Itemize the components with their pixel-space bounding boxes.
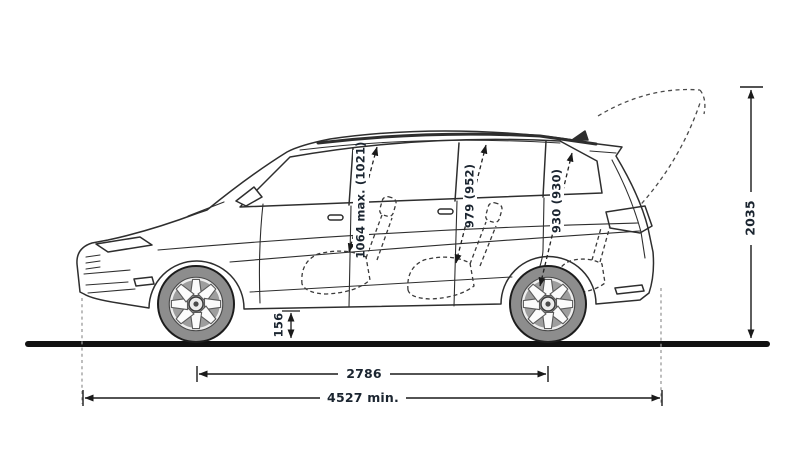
- label-mask: [463, 166, 477, 226]
- rear-reflector: [614, 284, 645, 295]
- rear-door-handle: [437, 208, 454, 215]
- front-wheel: [158, 266, 234, 342]
- dimension-length: 4527 min.: [82, 390, 663, 406]
- belt-crease: [229, 230, 641, 263]
- front-door-edge: [258, 203, 264, 304]
- seat-row2: [407, 256, 475, 300]
- wiper: [187, 201, 225, 217]
- antenna-icon: [571, 130, 589, 141]
- roof-rail: [316, 132, 598, 146]
- dimension-height: 2035: [740, 86, 763, 339]
- headlight: [95, 236, 153, 253]
- front-door-handle: [327, 214, 344, 221]
- headroom-row2-label: 979 (952): [463, 164, 477, 228]
- grille-slats: [85, 254, 101, 270]
- headroom-leaders: [347, 144, 574, 287]
- side-mirror: [235, 186, 263, 207]
- label-mask: [353, 150, 369, 250]
- bumper-lines: [83, 269, 136, 294]
- extension-lines: [81, 288, 662, 404]
- dimension-ground-clearance: 156: [272, 310, 300, 339]
- rear-wheel: [510, 266, 586, 342]
- tailgate-open-outline: [597, 88, 706, 241]
- sill-crease: [249, 276, 513, 293]
- side-windows: [239, 138, 603, 208]
- wheelbase-label: 2786: [346, 366, 382, 381]
- ground-line: [25, 341, 770, 347]
- hatch-seam: [611, 159, 646, 259]
- dimension-wheelbase: 2786: [196, 366, 549, 382]
- headroom-row3-label: 930 (930): [550, 169, 564, 233]
- spoiler-underline: [589, 150, 617, 154]
- height-label: 2035: [743, 200, 758, 236]
- fog-lamp: [133, 276, 155, 287]
- headroom-row1-label: 1064 max. (1021): [354, 141, 368, 258]
- tail-lamp: [605, 205, 653, 234]
- ground-clearance-label: 156: [272, 313, 286, 338]
- label-mask: [550, 170, 564, 232]
- length-label: 4527 min.: [327, 390, 399, 405]
